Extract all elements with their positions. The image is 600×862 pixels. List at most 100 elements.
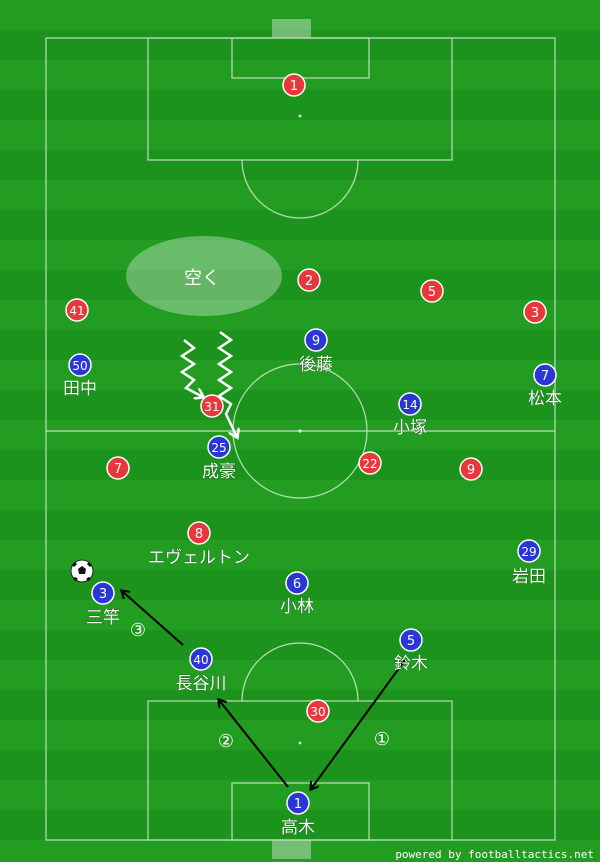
player-red-31: 31 [200, 394, 224, 418]
player-name: 岩田 [512, 567, 546, 587]
player-number: 3 [531, 306, 539, 321]
player-red-7: 7 [106, 456, 130, 480]
player-number: 7 [114, 462, 122, 477]
player-number: 30 [310, 705, 325, 719]
player-marker [91, 581, 115, 605]
player-marker [297, 268, 321, 292]
player-number: 2 [305, 274, 313, 289]
player-marker [282, 73, 306, 97]
player-number: 40 [193, 653, 208, 667]
player-red-3: 3 [523, 300, 547, 324]
player-number: 8 [195, 527, 203, 542]
player-marker [106, 456, 130, 480]
player-blue-40: 40 長谷川 [175, 647, 227, 694]
player-red-5: 5 [420, 279, 444, 303]
player-marker [517, 539, 541, 563]
dribble-run-2 [216, 330, 237, 437]
bottom-goal [272, 840, 311, 859]
player-name: 小林 [280, 597, 314, 617]
pass-3-label: ③ [130, 620, 146, 641]
ball-patch-center [78, 566, 86, 574]
player-marker [420, 279, 444, 303]
player-number: 6 [293, 577, 301, 592]
player-number: 22 [362, 457, 377, 471]
player-number: 1 [290, 79, 298, 94]
player-name: 三竿 [86, 608, 120, 628]
dribble-run-1 [179, 339, 203, 397]
player-blue-7: 7 松本 [528, 363, 562, 409]
center-spot [298, 429, 302, 433]
top-goal [272, 19, 311, 38]
player-marker [306, 699, 330, 723]
player-marker [200, 394, 224, 418]
player-marker [523, 300, 547, 324]
player-name: 田中 [63, 379, 97, 399]
top-penalty-spot [298, 114, 302, 118]
player-marker [285, 571, 309, 595]
player-marker [533, 363, 557, 387]
player-number: 25 [211, 441, 226, 455]
player-number: 9 [467, 463, 475, 478]
player-name: 小塚 [393, 418, 427, 438]
player-blue-25: 25 成豪 [202, 435, 236, 482]
open-space-ellipse [126, 236, 282, 316]
bottom-penalty-spot [298, 741, 302, 745]
player-number: 7 [541, 369, 549, 384]
player-red-9: 9 [459, 457, 483, 481]
credit-text: powered by footballtactics.net [395, 848, 594, 861]
player-red-2: 2 [297, 268, 321, 292]
player-marker [68, 353, 92, 377]
player-number: 9 [312, 334, 320, 349]
player-marker [399, 628, 423, 652]
pass-arrows [122, 591, 406, 789]
player-red-8: 8 エヴェルトン [148, 521, 250, 568]
ball [70, 559, 94, 583]
player-marker [187, 521, 211, 545]
player-marker [286, 791, 310, 815]
bottom-penalty-arc [241, 642, 359, 702]
pass-1-label: ① [374, 729, 390, 750]
player-blue-5: 5 鈴木 [394, 628, 428, 674]
player-name: 後藤 [299, 355, 333, 375]
pass-arrow-3 [122, 591, 184, 646]
player-number: 5 [428, 285, 436, 300]
player-blue-3: 3 三竿 [86, 581, 120, 628]
player-name: 高木 [281, 818, 315, 838]
player-marker [358, 451, 382, 475]
player-number: 14 [402, 398, 417, 412]
player-marker [65, 298, 89, 322]
player-blue-9: 9 後藤 [299, 328, 333, 375]
player-name: 松本 [528, 389, 562, 409]
player-name: 長谷川 [176, 674, 227, 694]
player-red-30: 30 [306, 699, 330, 723]
player-name: 鈴木 [394, 654, 428, 674]
player-red-41: 41 [65, 298, 89, 322]
open-space-zone: 空く [126, 236, 282, 316]
pass-arrow-2 [219, 700, 289, 788]
player-number: 3 [99, 587, 107, 602]
dribble-runs [179, 330, 237, 437]
top-penalty-arc [241, 159, 359, 219]
player-number: 31 [204, 400, 219, 414]
open-space-label: 空く [184, 268, 220, 289]
player-number: 1 [294, 797, 302, 812]
player-number: 41 [69, 304, 84, 318]
pass-arrow-1 [311, 659, 406, 789]
ball-patch-edges [71, 561, 93, 582]
player-number: 5 [407, 634, 415, 649]
player-red-1: 1 [282, 73, 306, 97]
pass-labels: ①②③ [130, 620, 390, 752]
player-blue-1: 1 高木 [281, 791, 315, 838]
player-blue-6: 6 小林 [280, 571, 314, 617]
player-name: 成豪 [202, 461, 236, 482]
player-marker [304, 328, 328, 352]
player-marker [189, 647, 213, 671]
player-name: エヴェルトン [148, 548, 250, 568]
player-marker [398, 392, 422, 416]
player-marker [207, 435, 231, 459]
